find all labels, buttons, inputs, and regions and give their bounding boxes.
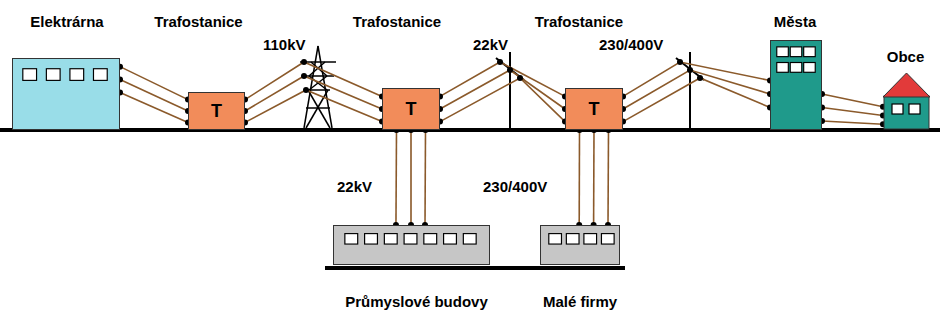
power-line <box>242 59 385 125</box>
pole <box>496 52 524 128</box>
voltage-label: 110kV <box>262 36 307 54</box>
building-outline <box>771 41 821 129</box>
node-heading: Malé firmy <box>543 293 617 311</box>
village-house: Obce <box>883 72 930 130</box>
transformer-station: TrafostaniceT <box>382 88 440 130</box>
voltage-label: 22kV <box>336 178 373 196</box>
node-heading: Průmyslové budovy <box>345 293 488 311</box>
power-line <box>393 127 429 228</box>
power-line <box>117 64 191 126</box>
power-line <box>437 59 568 125</box>
ground-line <box>325 266 625 270</box>
industrial-building: Průmyslové budovy <box>333 225 490 265</box>
node-heading: Trafostanice <box>535 13 623 31</box>
small-business-building: Malé firmy <box>540 225 620 265</box>
building-outline <box>541 226 619 264</box>
voltage-label: 230/400V <box>598 36 664 54</box>
node-heading: Obce <box>887 48 925 66</box>
power-line <box>620 59 773 125</box>
node-heading: Trafostanice <box>353 13 441 31</box>
voltage-label: 230/400V <box>482 178 548 196</box>
node-symbol: T <box>189 101 244 121</box>
node-heading: Elektrárna <box>30 13 103 31</box>
transformer-station: TrafostaniceT <box>565 88 623 130</box>
transformer-station: TrafostaniceT <box>188 92 245 130</box>
voltage-label: 22kV <box>472 36 509 54</box>
power-plant: Elektrárna <box>12 58 120 130</box>
node-heading: Města <box>774 13 817 31</box>
building-outline <box>883 72 930 130</box>
power-line <box>819 91 886 127</box>
node-symbol: T <box>566 99 622 119</box>
building-outline <box>334 226 489 264</box>
city-building: Města <box>770 40 822 130</box>
building-outline <box>13 59 119 129</box>
power-line <box>576 127 611 228</box>
node-heading: Trafostanice <box>154 13 242 31</box>
node-symbol: T <box>383 99 439 119</box>
